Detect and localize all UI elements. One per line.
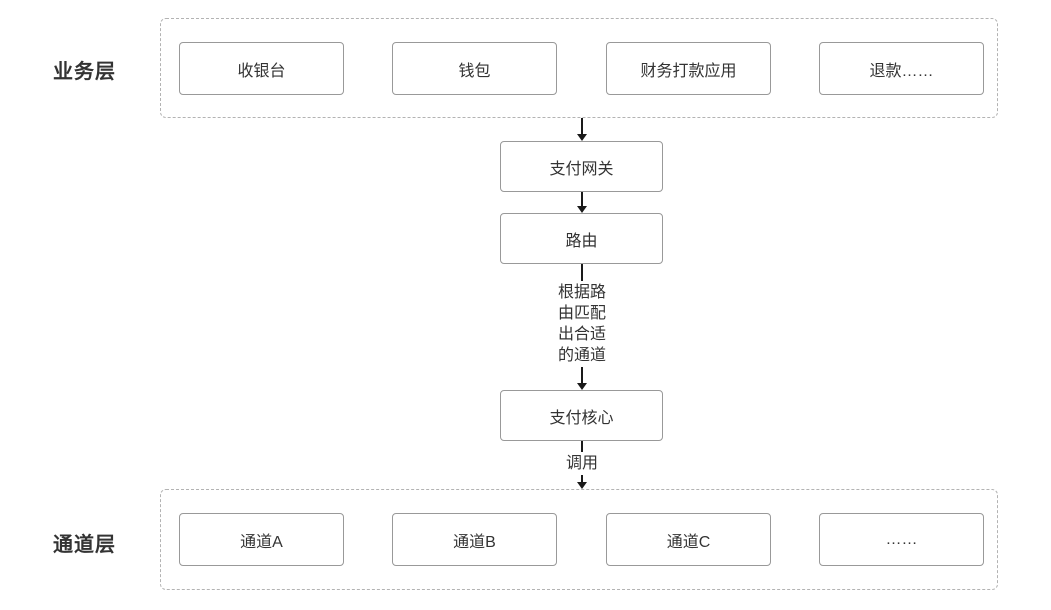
arrow-head-icon xyxy=(577,482,587,489)
arrow-line xyxy=(581,118,583,134)
node-wallet: 钱包 xyxy=(392,42,557,95)
node-payment-gateway: 支付网关 xyxy=(500,141,663,192)
arrow-gateway-to-router xyxy=(577,192,587,213)
arrow-head-icon xyxy=(577,206,587,213)
arrow-line xyxy=(581,192,583,206)
arrow-head-icon xyxy=(577,134,587,141)
node-channel-etc: …… xyxy=(819,513,984,566)
node-channel-b: 通道B xyxy=(392,513,557,566)
node-channel-a: 通道A xyxy=(179,513,344,566)
channel-layer-label: 通道层 xyxy=(53,534,116,556)
node-payment-core: 支付核心 xyxy=(500,390,663,441)
business-layer-label: 业务层 xyxy=(53,61,116,83)
channel-layer-container: 通道A 通道B 通道C …… xyxy=(160,489,998,590)
arrow-head-icon xyxy=(577,383,587,390)
node-router: 路由 xyxy=(500,213,663,264)
arrow-business-to-gateway xyxy=(577,118,587,141)
node-cashier: 收银台 xyxy=(179,42,344,95)
business-layer-container: 收银台 钱包 财务打款应用 退款…… xyxy=(160,18,998,118)
edge-note-route-match: 根据路 由匹配 出合适 的通道 xyxy=(554,281,610,367)
node-channel-c: 通道C xyxy=(606,513,771,566)
edge-note-invoke: 调用 xyxy=(562,452,602,475)
node-refund-etc: 退款…… xyxy=(819,42,984,95)
node-finance-payout-app: 财务打款应用 xyxy=(606,42,771,95)
